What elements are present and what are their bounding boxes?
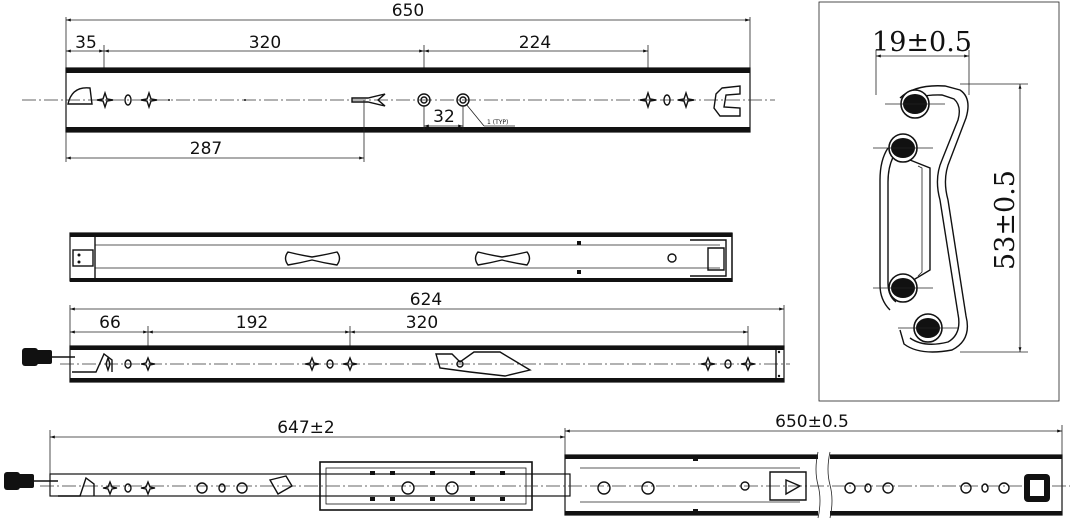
dim-text-320: 320	[249, 33, 281, 53]
dim-text-19: 19±0.5	[872, 27, 972, 58]
top-slide-view: 650 35 320 224	[22, 1, 775, 162]
dim-text-647: 647±2	[277, 418, 335, 438]
dim-overall-650: 650	[65, 1, 751, 68]
cross-section-view: 19±0.5 53±0.5	[818, 1, 1060, 402]
dim-hole-pitch-32: 32 1 (TYP)	[423, 103, 515, 130]
dim-text-35: 35	[75, 33, 97, 53]
dim-text-66: 66	[99, 313, 121, 333]
extended-assembly-view: 647±2 650±0.5	[4, 412, 1070, 519]
dim-extension-647: 647±2	[49, 418, 566, 480]
dim-text-192: 192	[236, 313, 268, 333]
dim-text-224: 224	[519, 33, 551, 53]
inner-slide-view: 624 66 192 320	[22, 290, 790, 383]
dim-overall-624: 624	[69, 290, 785, 350]
dim-text-650: 650	[392, 1, 424, 21]
dim-row-top: 35 320 224	[66, 33, 649, 100]
dim-text-320-inner: 320	[406, 313, 438, 333]
dim-text-287: 287	[190, 139, 222, 159]
middle-slide-view	[69, 232, 733, 282]
dim-text-32: 32	[433, 107, 455, 127]
dim-text-53: 53±0.5	[990, 170, 1021, 270]
top-rail-body	[22, 67, 775, 133]
dim-text-650-tol: 650±0.5	[775, 412, 849, 432]
dim-width-19: 19±0.5	[872, 27, 972, 95]
dim-height-53: 53±0.5	[960, 83, 1028, 353]
hole-note: 1 (TYP)	[487, 119, 508, 126]
dim-closed-650: 650±0.5	[565, 412, 1063, 455]
dim-text-624: 624	[410, 290, 442, 310]
dim-lower-287: 287	[65, 100, 365, 162]
